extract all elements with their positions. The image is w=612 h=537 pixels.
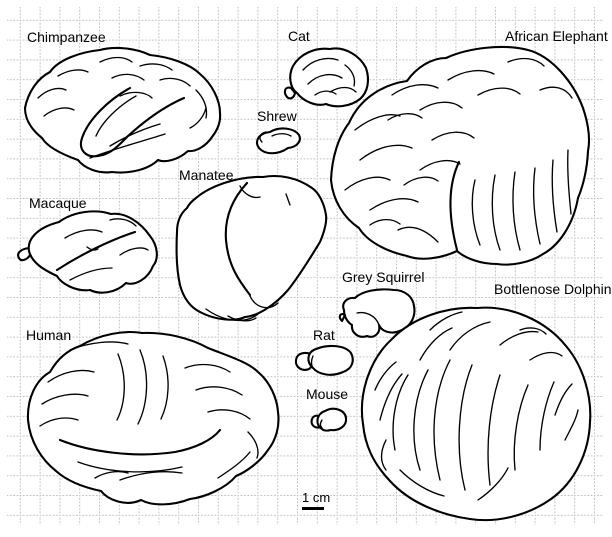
- label-bottlenose-dolphin: Bottlenose Dolphin: [494, 281, 612, 297]
- label-shrew: Shrew: [257, 108, 297, 124]
- macaque-brain-illustration: [17, 210, 158, 294]
- scale-bar-line: [302, 507, 324, 510]
- manatee-brain-illustration: [175, 174, 328, 322]
- mouse-brain-illustration: [310, 407, 348, 432]
- rat-brain-illustration: [294, 344, 354, 376]
- scale-bar-label: 1 cm: [302, 490, 331, 505]
- label-macaque: Macaque: [29, 195, 87, 211]
- human-brain-illustration: [26, 330, 280, 506]
- label-cat: Cat: [288, 28, 310, 44]
- label-mouse: Mouse: [306, 386, 349, 402]
- label-rat: Rat: [313, 327, 335, 343]
- label-human: Human: [26, 327, 72, 343]
- label-african-elephant: African Elephant: [505, 28, 608, 44]
- label-grey-squirrel: Grey Squirrel: [342, 269, 425, 285]
- bottlenose-dolphin-brain-illustration: [360, 306, 592, 522]
- chimpanzee-brain-illustration: [23, 46, 222, 174]
- shrew-brain-illustration: [256, 127, 301, 155]
- label-manatee: Manatee: [179, 167, 234, 183]
- cat-brain-illustration: [283, 47, 370, 108]
- african-elephant-brain-illustration: [329, 45, 590, 266]
- label-chimpanzee: Chimpanzee: [27, 29, 106, 45]
